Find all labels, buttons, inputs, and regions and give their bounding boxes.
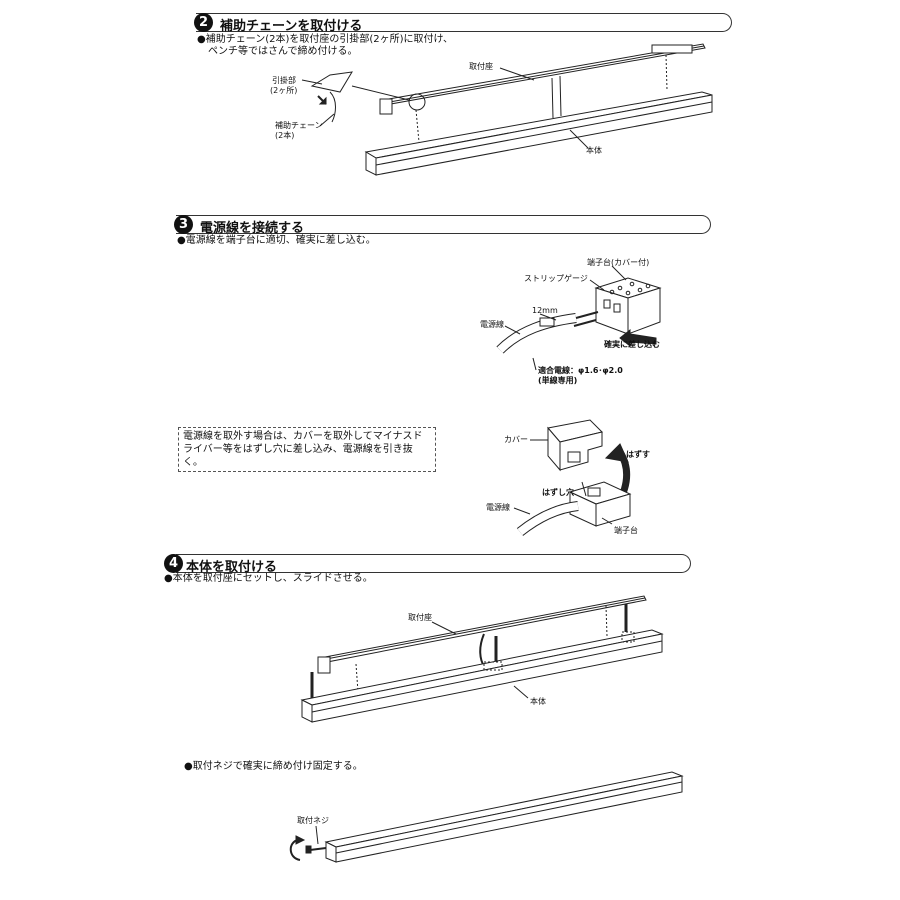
step2-label-chain-1: 補助チェーン [275, 121, 323, 130]
step3-header: 3 電源線を接続する [174, 215, 711, 236]
step3-label-single: (単線専用) [538, 376, 578, 385]
step2-number: 2 [194, 13, 213, 32]
step4-header: 4 本体を取付ける [164, 554, 691, 575]
step3-title: 電源線を接続する [200, 221, 305, 236]
step2-label-chain-2: (2本) [275, 131, 295, 140]
step4-number: 4 [164, 554, 183, 573]
step3-note-line1: 電源線を取外す場合は、カバーを取外してマイナスド [183, 431, 423, 442]
step3-label-strip: ストリップゲージ [524, 274, 588, 283]
step3-number: 3 [174, 215, 193, 234]
step3-note-box: 電源線を取外す場合は、カバーを取外してマイナスド ライバー等をはずし穴に差し込み… [178, 427, 436, 472]
step2-desc-line1: ●補助チェーン(2本)を取付座の引掛部(2ヶ所)に取付け、 [197, 34, 454, 45]
step4-desc2: ●取付ネジで確実に締め付け固定する。 [184, 761, 363, 772]
step3-desc: ●電源線を端子台に適切、確実に差し込む。 [177, 235, 376, 246]
step3-label-12mm: 12mm [532, 306, 558, 315]
step4-desc: ●本体を取付座にセットし、スライドさせる。 [164, 573, 373, 584]
step3-label-cover: カバー [504, 435, 528, 444]
step2-label-mount: 取付座 [469, 62, 493, 71]
step3-label-wire: 電源線 [480, 320, 504, 329]
step3-label-wire-spec: 適合電線：φ1.6･φ2.0 [538, 366, 623, 375]
step4-title: 本体を取付ける [186, 560, 278, 575]
step4-label-body: 本体 [530, 697, 546, 706]
step2-desc-line2: ペンチ等ではさんで締め付ける。 [208, 46, 358, 57]
step2-header: 2 補助チェーンを取付ける [194, 13, 732, 34]
step3-note-line2: ライバー等をはずし穴に差し込み、電源線を引き抜く。 [183, 444, 413, 468]
step2-label-body: 本体 [586, 146, 602, 155]
step4-label-screw: 取付ネジ [297, 816, 329, 825]
step3-label-insert: 確実に差し込む [604, 340, 660, 349]
step3-label-terminal2: 端子台 [614, 526, 638, 535]
step2-title: 補助チェーンを取付ける [220, 19, 363, 34]
step2-label-hook-1: 引掛部 [272, 76, 296, 85]
step3-label-remove: はずす [626, 450, 650, 459]
step3-label-wire2: 電源線 [486, 503, 510, 512]
step3-label-terminal: 端子台(カバー付) [587, 258, 650, 267]
step4-label-mount: 取付座 [408, 613, 432, 622]
step2-label-hook-2: (2ヶ所) [270, 86, 298, 95]
step3-label-hole: はずし穴 [542, 488, 574, 497]
